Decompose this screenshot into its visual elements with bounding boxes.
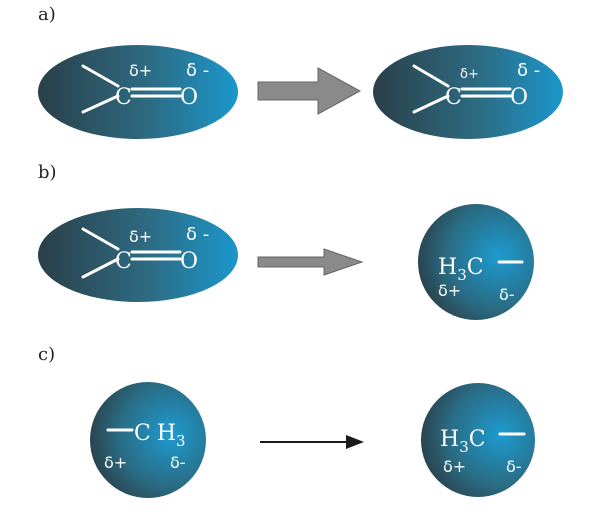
delta-plus: δ+ [129, 227, 152, 246]
delta-minus: δ - [186, 224, 209, 245]
panel-b-right-methyl: H3C δ+ δ- [418, 204, 534, 320]
carbon-atom: C [445, 85, 462, 110]
bond-lower [81, 94, 120, 114]
delta-minus: δ- [499, 285, 515, 304]
panel-b-left-carbonyl: C O δ+ δ - [38, 208, 238, 302]
bond-upper [412, 64, 450, 88]
delta-plus: δ+ [104, 453, 127, 472]
methyl-label: H3C [438, 255, 484, 284]
panel-c-label: c) [38, 344, 55, 365]
delta-plus: δ+ [443, 457, 466, 476]
delta-plus: δ+ [438, 281, 461, 300]
medium-arrow [257, 248, 364, 276]
carbon-atom: C [115, 249, 132, 274]
molecule-sphere [90, 382, 206, 498]
delta-plus: δ+ [129, 61, 152, 80]
panel-c-right-methyl: H3C δ+ δ- [421, 383, 535, 497]
big-arrow [257, 67, 362, 115]
delta-minus: δ- [170, 453, 186, 472]
delta-minus: δ - [186, 60, 209, 81]
panel-a-right-carbonyl: C O δ+ δ - [373, 45, 563, 139]
molecule-sphere [421, 383, 535, 497]
panel-a-left-carbonyl: C O δ+ δ - [38, 45, 238, 139]
bond-upper [81, 64, 120, 88]
molecule-sphere [418, 204, 534, 320]
molecule-ellipse [38, 208, 238, 302]
delta-minus: δ- [506, 457, 522, 476]
delta-plus: δ+ [460, 67, 479, 82]
oxygen-atom: O [180, 249, 198, 274]
carbon-atom: C [115, 85, 132, 110]
panel-b-label: b) [38, 162, 57, 183]
oxygen-atom: O [180, 85, 198, 110]
panel-a-label: a) [38, 4, 56, 25]
thin-arrow-head [346, 435, 364, 449]
delta-minus: δ - [517, 60, 540, 81]
bond-lower [81, 257, 120, 279]
methyl-label: H3C [440, 427, 486, 456]
bond-upper [81, 227, 120, 251]
bond-lower [412, 94, 450, 114]
oxygen-atom: O [510, 85, 528, 110]
